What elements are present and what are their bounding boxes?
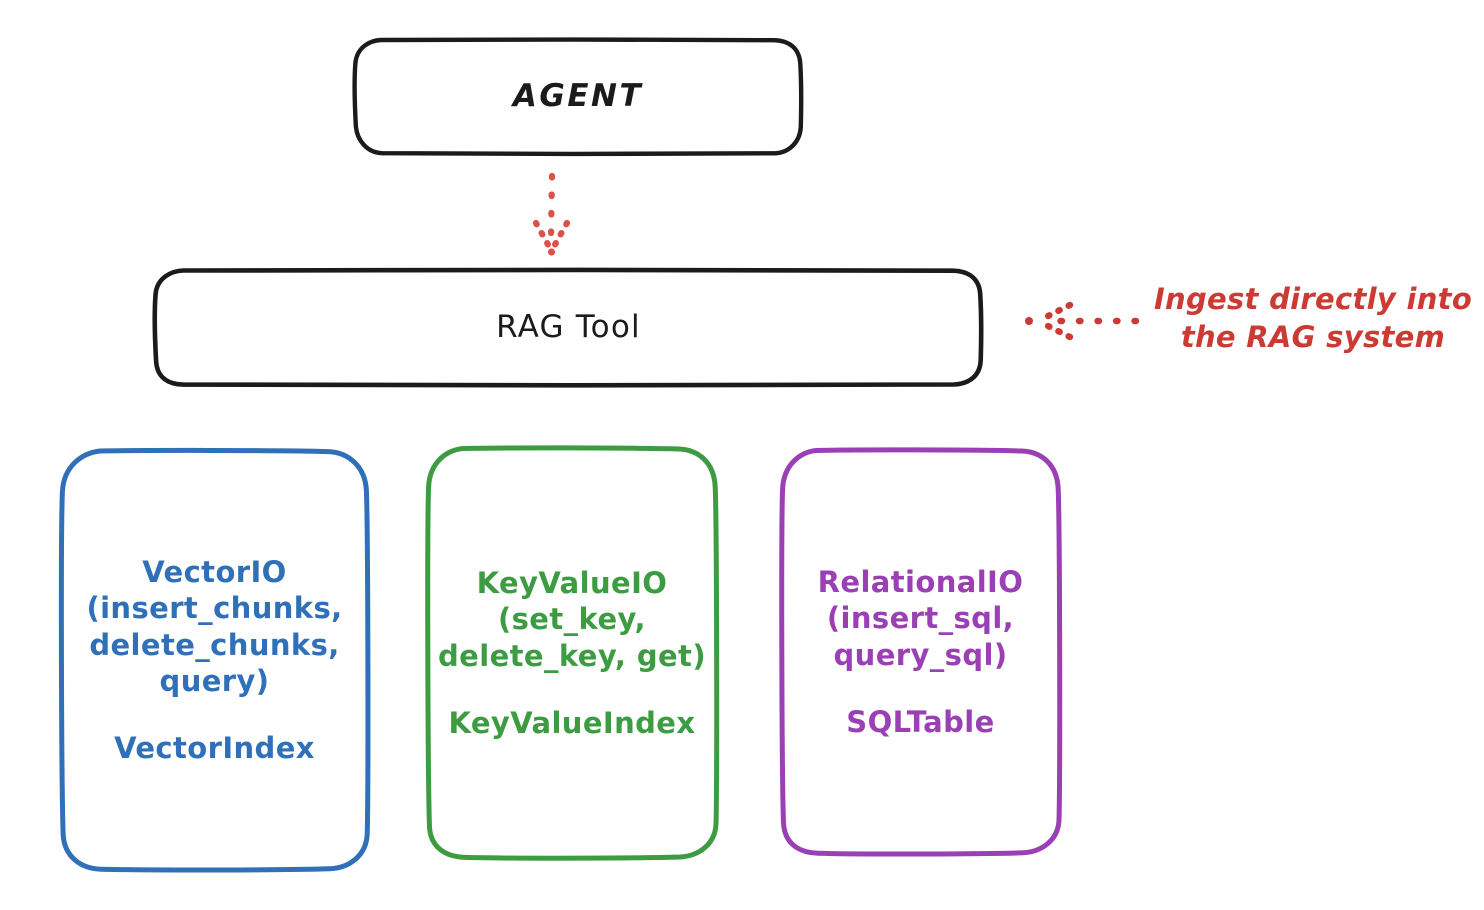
key-value-io-node[interactable]: KeyValueIO (set_key, delete_key, get) Ke… xyxy=(428,448,716,858)
relational-io-label: RelationalIO (insert_sql, query_sql) xyxy=(817,564,1024,672)
agent-node[interactable]: AGENT xyxy=(355,40,801,154)
ingest-connector xyxy=(1025,301,1140,341)
rag-tool-box-outline xyxy=(152,267,984,388)
rag-tool-node[interactable]: RAG Tool xyxy=(155,270,982,386)
agent-label: AGENT xyxy=(512,78,644,115)
vector-io-node[interactable]: VectorIO (insert_chunks, delete_chunks, … xyxy=(62,450,367,870)
vector-index-label: VectorIndex xyxy=(114,730,315,765)
key-value-io-label: KeyValueIO (set_key, delete_key, get) xyxy=(438,565,706,673)
agent-box-outline xyxy=(352,37,804,157)
vector-io-box-outline xyxy=(58,447,371,873)
agent-to-rag-tool-connector xyxy=(532,172,571,256)
key-value-index-label: KeyValueIndex xyxy=(448,705,696,740)
sql-table-label: SQLTable xyxy=(846,704,995,739)
rag-tool-label: RAG Tool xyxy=(496,309,641,346)
vector-io-label: VectorIO (insert_chunks, delete_chunks, … xyxy=(86,554,343,699)
relational-io-box-outline xyxy=(779,447,1063,857)
key-value-io-box-outline xyxy=(425,445,720,861)
relational-io-node[interactable]: RelationalIO (insert_sql, query_sql) SQL… xyxy=(782,450,1059,854)
ingest-annotation-text: Ingest directly into the RAG system xyxy=(1153,282,1473,355)
